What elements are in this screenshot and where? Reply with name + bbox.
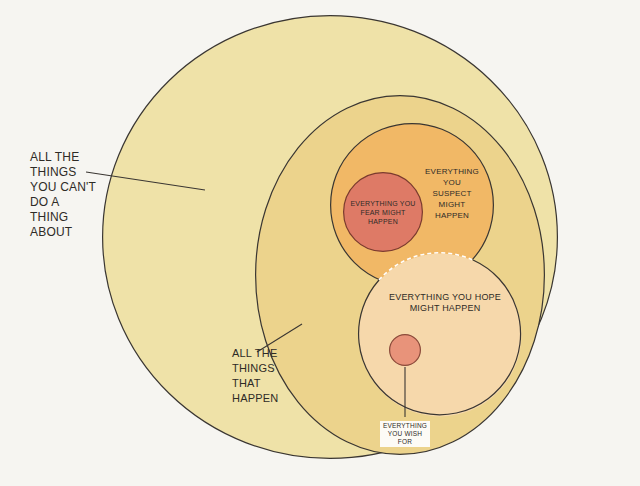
circle-outline <box>389 334 421 366</box>
circle-region: EVERYTHING YOU HOPE MIGHT HAPPEN EVERYTHI… <box>358 253 522 417</box>
circle-shape <box>359 254 522 417</box>
circle-arc <box>379 253 473 280</box>
circle-outline <box>358 253 522 417</box>
region-label: EVERYTHING YOU WISH FOR <box>380 421 430 447</box>
circle-region: EVERYTHING YOU WISH FOR <box>389 334 421 366</box>
circle-region: EVERYTHING YOU FEAR MIGHT HAPPEN <box>343 172 423 252</box>
circle-shape <box>103 16 558 459</box>
region-label: ALL THE THINGS YOU CAN'T DO A THING ABOU… <box>30 150 97 240</box>
circle-arc <box>359 260 521 415</box>
circle-shape <box>344 173 423 252</box>
circle-shape <box>390 335 421 366</box>
leader-line <box>86 172 205 190</box>
region-label: EVERYTHING YOU FEAR MIGHT HAPPEN <box>350 199 416 226</box>
leader-line <box>404 367 405 417</box>
circle-region: ALL THE THINGS YOU CAN'T DO A THING ABOU… <box>102 15 558 459</box>
region-label: EVERYTHING YOU HOPE MIGHT HAPPEN <box>389 292 501 314</box>
region-label: EVERYTHING YOU SUSPECT MIGHT HAPPEN <box>425 166 479 221</box>
region-label: ALL THE THINGS THAT HAPPEN <box>232 346 278 406</box>
leader-line <box>257 324 302 352</box>
circle-shape <box>256 96 545 455</box>
circle-region: ALL THE THINGS THAT HAPPENEVERYTHING YOU… <box>255 95 545 455</box>
